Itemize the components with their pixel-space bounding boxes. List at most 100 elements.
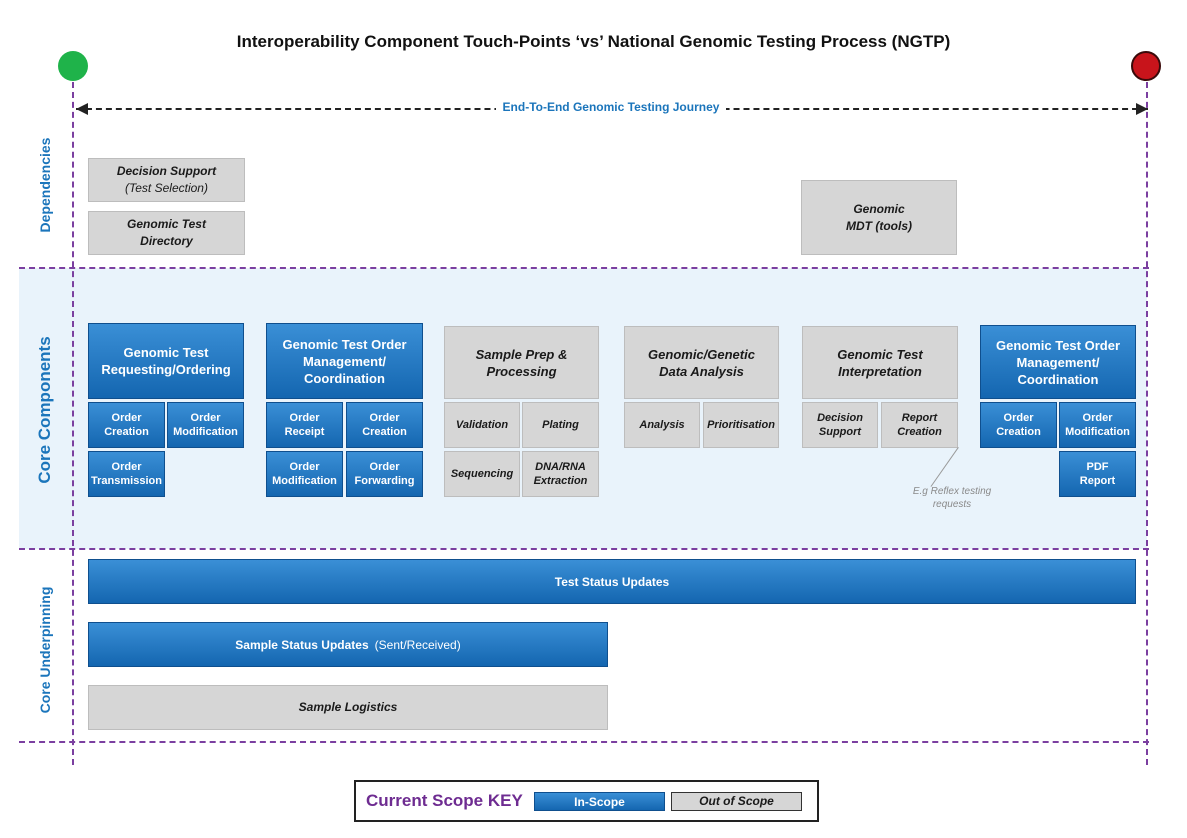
box-line: Modification <box>272 475 337 487</box>
dna-rna-extraction-box: DNA/RNA Extraction <box>522 451 599 497</box>
box-line: Modification <box>173 426 238 438</box>
box-line: Directory <box>140 234 193 248</box>
box-line: Order <box>289 461 320 473</box>
order-creation-box: Order Creation <box>88 402 165 448</box>
box-line: Validation <box>455 419 509 431</box>
journey-start-boundary <box>72 82 74 765</box>
box-line: Genomic Test Order <box>995 337 1120 353</box>
prioritisation-box: Prioritisation <box>703 402 779 448</box>
box-line: Creation <box>104 426 149 438</box>
key-label: In-Scope <box>574 794 625 809</box>
box-line: Genomic Test <box>123 345 209 360</box>
box-line: Management/ <box>1016 354 1100 370</box>
sample-logistics-bar: Sample Logistics <box>88 685 608 730</box>
box-line: Genomic <box>853 201 905 216</box>
plating-box: Plating <box>522 402 599 448</box>
key-in-scope-swatch: In-Scope <box>534 792 665 811</box>
box-line: Genomic Test <box>837 346 923 362</box>
box-line: Order <box>111 461 142 473</box>
box-line: DNA/RNA <box>535 461 586 473</box>
box-line: Order <box>111 412 142 424</box>
genomic-test-directory-box: Genomic Test Directory <box>88 211 245 255</box>
box-line: Order <box>289 412 320 424</box>
box-line: Forwarding <box>354 475 415 487</box>
journey-end-boundary <box>1146 82 1148 765</box>
box-line: Decision Support <box>116 164 217 178</box>
test-status-updates-bar: Test Status Updates <box>88 559 1136 604</box>
section-label-core-components: Core Components <box>35 336 54 484</box>
bar-label: Test Status Updates <box>554 574 670 589</box>
arrow-left-icon <box>76 103 88 115</box>
box-line: Order <box>369 412 400 424</box>
box-line: (Test Selection) <box>125 181 208 195</box>
order-management-2-header: Genomic Test Order Management/ Coordinat… <box>980 325 1136 399</box>
order-modification-box: Order Modification <box>167 402 244 448</box>
box-line: Modification <box>1065 426 1130 438</box>
sequencing-box: Sequencing <box>444 451 520 497</box>
section-divider <box>19 548 1149 550</box>
reflex-testing-note: E.g Reflex testing requests <box>882 485 1022 511</box>
decision-support-item-box: Decision Support <box>802 402 878 448</box>
box-line: Analysis <box>639 419 685 431</box>
order-management-header: Genomic Test Order Management/ Coordinat… <box>266 323 423 399</box>
section-label-core-underpinning: Core Underpinning <box>37 586 53 714</box>
box-line: Prioritisation <box>707 419 775 431</box>
key-title: Current Scope KEY <box>366 791 523 810</box>
data-analysis-header: Genomic/Genetic Data Analysis <box>624 326 779 399</box>
start-marker-icon <box>58 51 88 81</box>
bar-label: Sample Status Updates <box>235 637 369 652</box>
key-out-of-scope-swatch: Out of Scope <box>671 792 802 811</box>
box-line: Genomic Test <box>127 217 206 231</box>
bar-label-suffix: (Sent/Received) <box>374 637 461 652</box>
box-line: Decision <box>817 412 863 424</box>
sample-prep-header: Sample Prep & Processing <box>444 326 599 399</box>
order-modification-box: Order Modification <box>266 451 343 497</box>
sample-status-updates-bar: Sample Status Updates (Sent/Received) <box>88 622 608 667</box>
box-line: Order <box>1082 412 1113 424</box>
box-line: Order <box>1003 412 1034 424</box>
section-divider <box>19 741 1149 743</box>
report-creation-box: Report Creation <box>881 402 958 448</box>
note-line: requests <box>932 499 972 510</box>
box-line: Sequencing <box>450 468 514 480</box>
journey-label: End-To-End Genomic Testing Journey <box>496 100 726 114</box>
interpretation-header: Genomic Test Interpretation <box>802 326 958 399</box>
requesting-ordering-header: Genomic Test Requesting/Ordering <box>88 323 244 399</box>
analysis-box: Analysis <box>624 402 700 448</box>
box-line: Processing <box>486 363 557 379</box>
order-creation-box: Order Creation <box>980 402 1057 448</box>
order-modification-box: Order Modification <box>1059 402 1136 448</box>
box-line: Requesting/Ordering <box>101 362 231 377</box>
box-line: Genomic Test Order <box>282 336 407 352</box>
order-transmission-box: Order Transmission <box>88 451 165 497</box>
box-line: Interpretation <box>838 363 922 379</box>
box-line: Creation <box>362 426 407 438</box>
box-line: Coordination <box>304 370 385 386</box>
box-line: Genomic/Genetic <box>648 346 755 362</box>
order-forwarding-box: Order Forwarding <box>346 451 423 497</box>
box-line: Creation <box>996 426 1041 438</box>
order-creation-box: Order Creation <box>346 402 423 448</box>
section-label-dependencies: Dependencies <box>37 137 53 233</box>
box-line: Report <box>1079 475 1116 487</box>
diagram-title: Interoperability Component Touch-Points … <box>236 32 951 51</box>
note-line: E.g Reflex testing <box>912 486 992 497</box>
box-line: Support <box>818 426 862 438</box>
box-line: Receipt <box>284 426 325 438</box>
genomic-mdt-box: Genomic MDT (tools) <box>801 180 957 255</box>
bar-label: Sample Logistics <box>298 700 398 714</box>
box-line: Report <box>901 412 938 424</box>
decision-support-box: Decision Support (Test Selection) <box>88 158 245 202</box>
box-line: MDT (tools) <box>846 218 912 233</box>
box-line: Management/ <box>302 353 387 369</box>
box-line: PDF <box>1086 461 1109 473</box>
box-line: Order <box>369 461 400 473</box>
box-line: Coordination <box>1017 371 1099 387</box>
key-label: Out of Scope <box>699 794 774 808</box>
pdf-report-box: PDF Report <box>1059 451 1136 497</box>
validation-box: Validation <box>444 402 520 448</box>
box-line: Extraction <box>533 475 588 487</box>
box-line: Sample Prep & <box>475 346 568 362</box>
end-marker-icon <box>1131 51 1161 81</box>
section-divider <box>19 267 1149 269</box>
